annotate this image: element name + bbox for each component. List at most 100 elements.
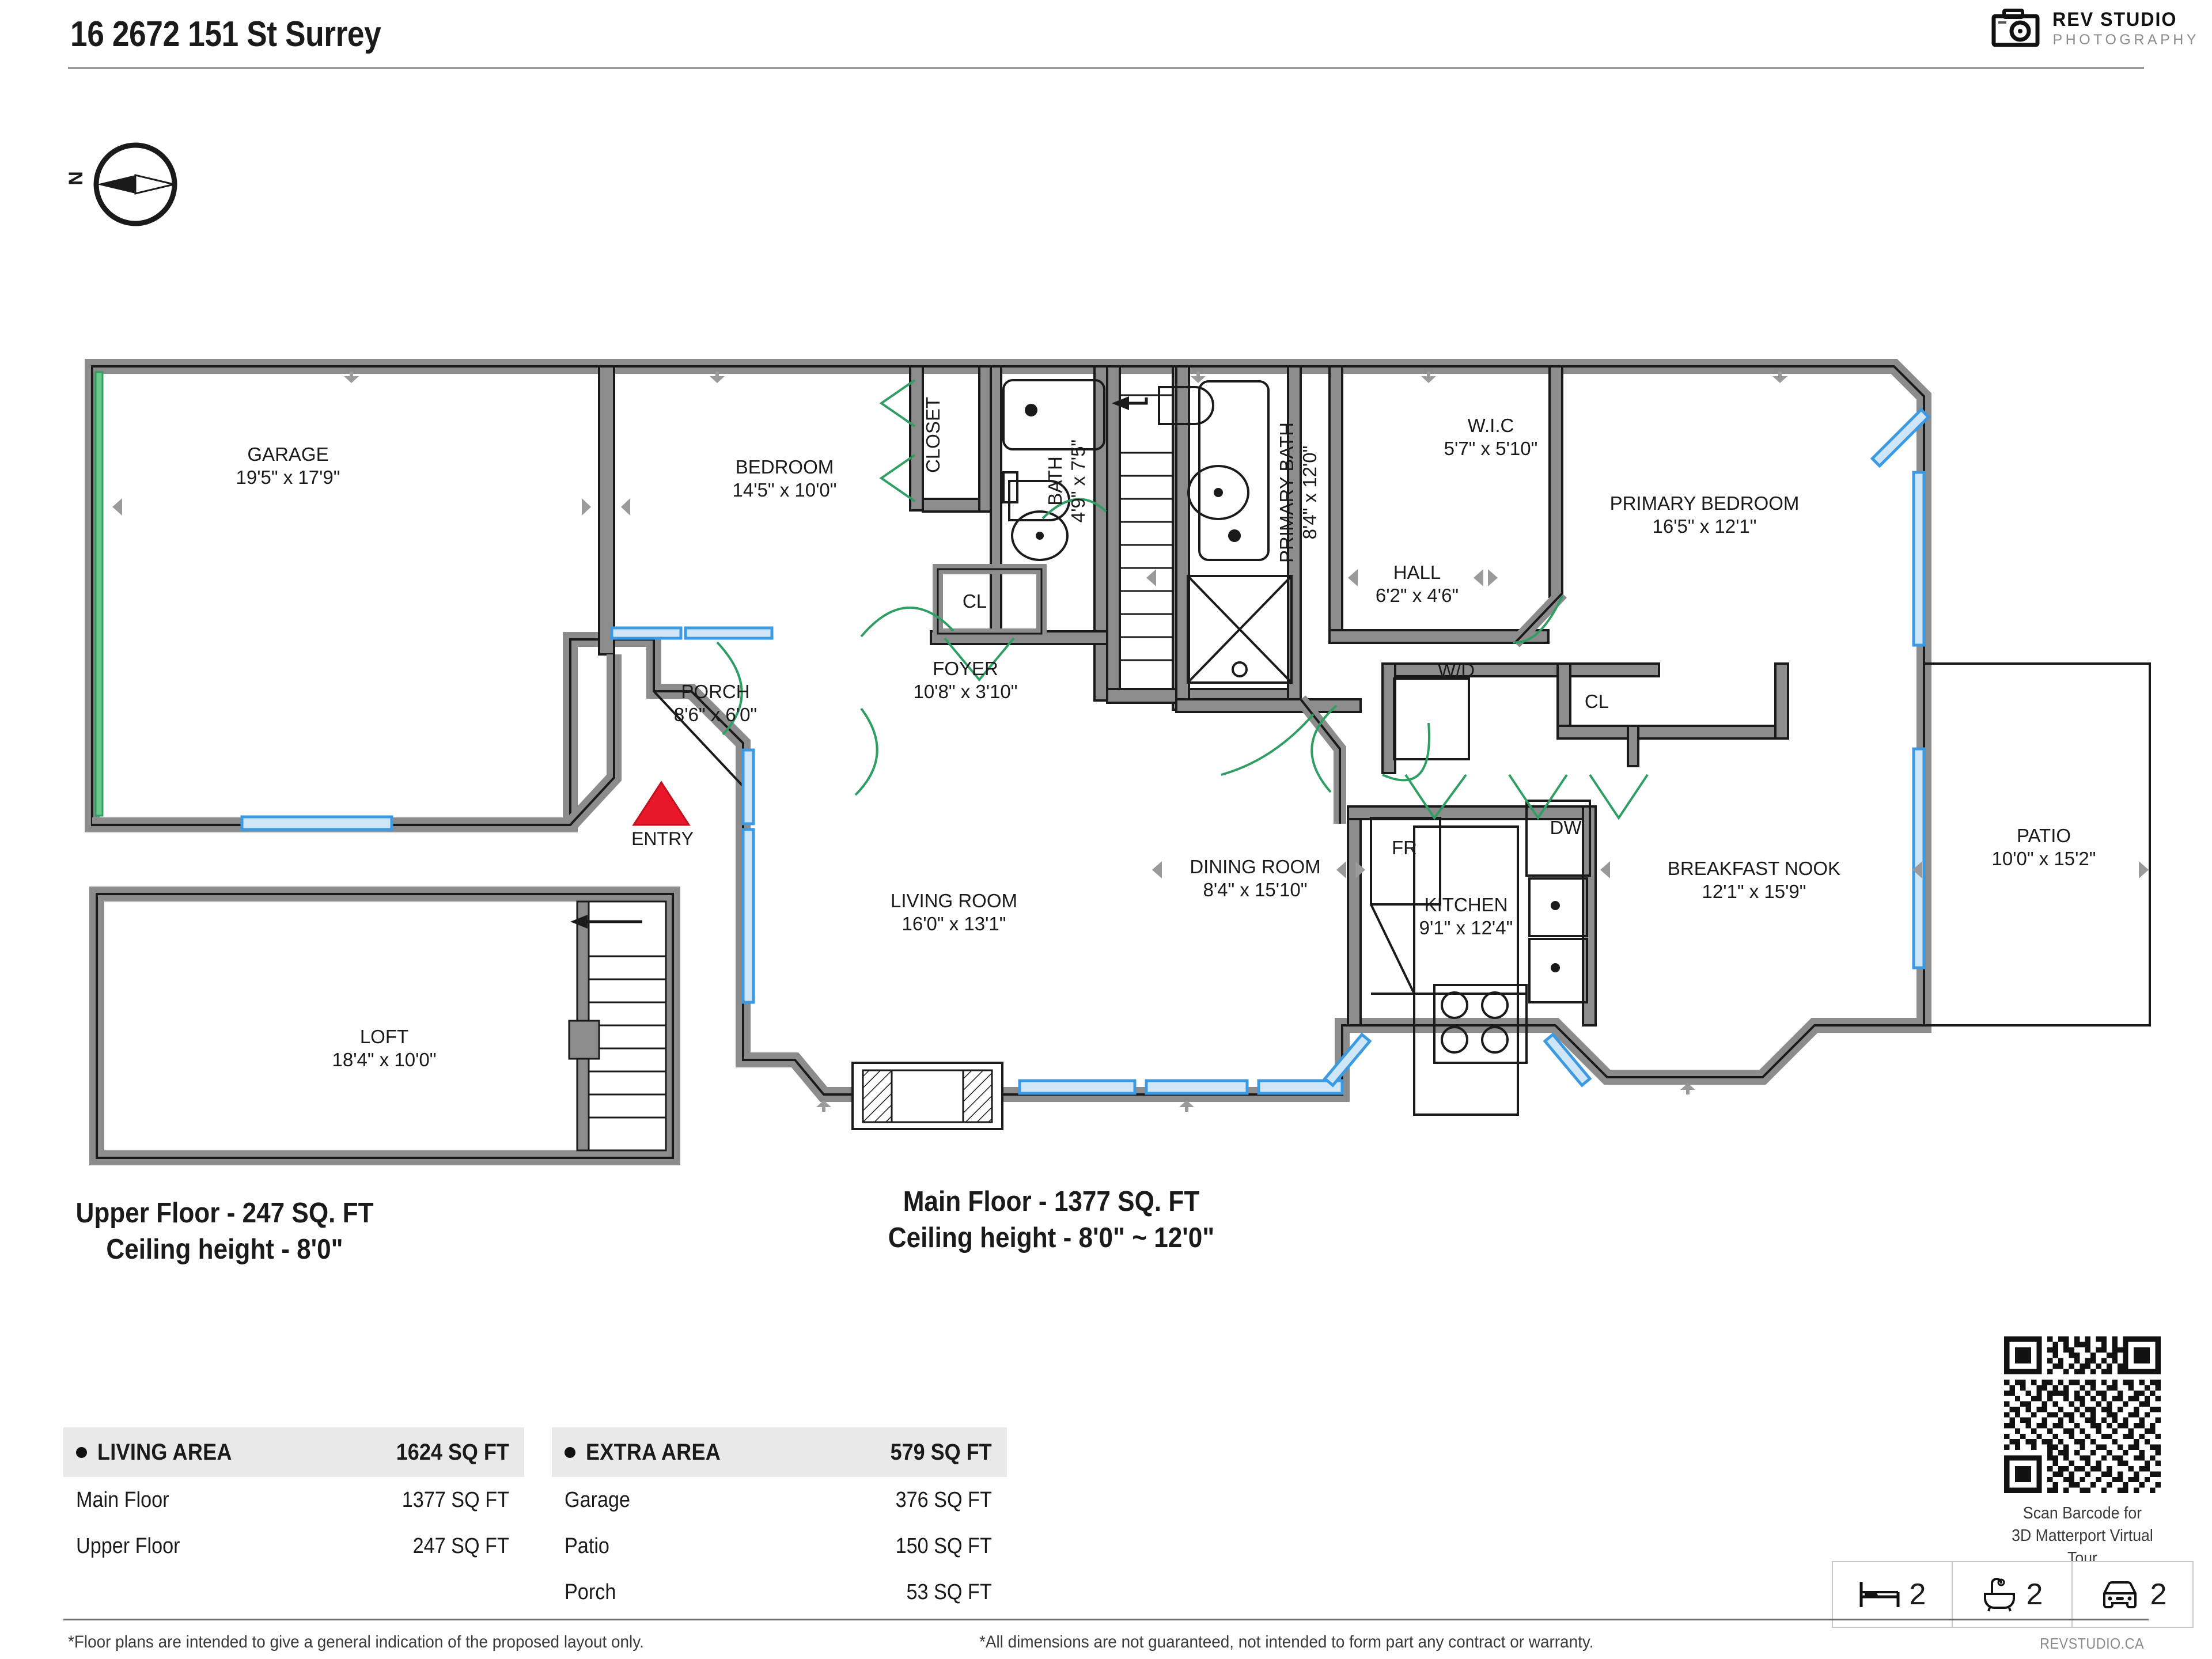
table-row: Porch 53 SQ FT: [552, 1569, 1007, 1615]
brand-name: REV STUDIO: [2052, 8, 2177, 31]
car-icon: [2103, 1581, 2137, 1608]
page-title: 16 2672 151 St Surrey: [70, 14, 381, 54]
main-floor-area-text: Main Floor - 1377 SQ. FT: [903, 1186, 1200, 1217]
table-row: Patio 150 SQ FT: [552, 1523, 1007, 1569]
row-value: 150 SQ FT: [895, 1533, 992, 1558]
room-name: BEDROOM: [736, 456, 834, 478]
room-dimensions: 12'1" x 15'9": [1702, 881, 1806, 902]
room-dimensions: 6'2" x 4'6": [1376, 585, 1459, 606]
row-label: Upper Floor: [76, 1533, 180, 1558]
room-name: LIVING ROOM: [891, 890, 1017, 911]
room-dimensions: 10'8" x 3'10": [914, 681, 1018, 702]
living-area-heading: LIVING AREA: [97, 1439, 232, 1465]
stat-bedrooms: 2: [1833, 1562, 1953, 1627]
upper-floor-ceiling-text: Ceiling height - 8'0": [106, 1233, 343, 1265]
room-dimensions: 8'4" x 15'10": [1203, 879, 1308, 900]
room-name: FR: [1392, 837, 1417, 858]
page-header: 16 2672 151 St Surrey REV STUDIO PHOTOGR…: [0, 0, 2212, 75]
row-label: Porch: [565, 1580, 616, 1604]
room-name: PORCH: [681, 681, 749, 702]
table-row: Main Floor 1377 SQ FT: [63, 1477, 524, 1523]
room-label: CLOSET: [922, 397, 944, 473]
room-name: HALL: [1393, 562, 1441, 583]
room-name: DINING ROOM: [1190, 856, 1320, 877]
room-name: LOFT: [360, 1026, 408, 1047]
bathtub-icon: [1983, 1578, 2015, 1612]
room-dimensions: 8'6" x 6'0": [674, 704, 757, 725]
qr-code-icon[interactable]: [2002, 1336, 2162, 1493]
extra-area-heading: EXTRA AREA: [586, 1439, 721, 1465]
bathroom-count: 2: [2026, 1578, 2043, 1611]
room-label: CL: [1585, 691, 1609, 712]
room-name: KITCHEN: [1425, 894, 1508, 915]
room-dimensions: 9'1" x 12'4": [1419, 917, 1513, 938]
room-name: BREAKFAST NOOK: [1668, 858, 1840, 879]
qr-caption: Scan Barcode for 3D Matterport Virtual T…: [1998, 1502, 2167, 1570]
room-dimensions: 16'0" x 13'1": [902, 913, 1006, 934]
room-dimensions: 16'5" x 12'1": [1653, 516, 1757, 537]
footer-website: REVSTUDIO.CA: [2040, 1635, 2144, 1652]
room-dimensions: 5'7" x 5'10": [1444, 438, 1538, 459]
stat-bathrooms: 2: [1953, 1562, 2073, 1627]
table-row: Upper Floor 247 SQ FT: [63, 1523, 524, 1569]
room-name: CLOSET: [922, 397, 944, 473]
parking-count: 2: [2150, 1578, 2167, 1611]
upper-floor-caption: Upper Floor - 247 SQ. FT Ceiling height …: [38, 1195, 411, 1267]
living-area-table: LIVING AREA 1624 SQ FT Main Floor 1377 S…: [63, 1427, 524, 1569]
main-floor-caption: Main Floor - 1377 SQ. FT Ceiling height …: [805, 1184, 1298, 1256]
extra-area-total: 579 SQ FT: [890, 1439, 992, 1465]
bullet-icon: [76, 1446, 87, 1458]
room-dimensions: 10'0" x 15'2": [1992, 848, 2096, 869]
property-stats-bar: 2 2 2: [1832, 1561, 2194, 1628]
extra-area-table: EXTRA AREA 579 SQ FT Garage 376 SQ FT Pa…: [552, 1427, 1007, 1615]
bullet-icon: [565, 1446, 575, 1458]
table-row: Garage 376 SQ FT: [552, 1477, 1007, 1523]
room-label: W/D: [1438, 660, 1475, 681]
room-dimensions: 4'9" x 7'5": [1067, 440, 1089, 522]
room-name: FOYER: [933, 658, 998, 679]
room-name: PRIMARY BATH: [1276, 422, 1297, 563]
bed-icon: [1859, 1582, 1900, 1607]
room-label: DW: [1550, 817, 1582, 838]
room-name: W.I.C: [1468, 415, 1514, 436]
qr-block: Scan Barcode for 3D Matterport Virtual T…: [1990, 1336, 2175, 1570]
room-label: W.I.C5'7" x 5'10": [1444, 415, 1538, 459]
room-dimensions: 14'5" x 10'0": [733, 479, 837, 501]
upper-floor-walls: [89, 887, 680, 1165]
room-name: CL: [963, 590, 987, 612]
room-name: CL: [1585, 691, 1609, 712]
room-name: DW: [1550, 817, 1582, 838]
plumbing-fixtures: [1002, 379, 1293, 684]
row-value: 247 SQ FT: [412, 1533, 509, 1558]
row-label: Garage: [565, 1487, 631, 1512]
room-name: PATIO: [2017, 825, 2071, 846]
entry-marker: [632, 781, 691, 826]
living-area-header: LIVING AREA 1624 SQ FT: [63, 1427, 524, 1477]
room-name: GARAGE: [247, 444, 328, 465]
room-name: PRIMARY BEDROOM: [1610, 493, 1800, 514]
bedroom-count: 2: [1909, 1578, 1926, 1611]
door-swings: [716, 379, 1649, 820]
room-name: BATH: [1044, 456, 1066, 506]
camera-icon: [1991, 9, 2040, 47]
footnote-right: *All dimensions are not guaranteed, not …: [979, 1633, 1594, 1652]
entry-label: ENTRY: [631, 828, 694, 849]
room-label: FR: [1392, 837, 1417, 858]
room-dimensions: 8'4" x 12'0": [1299, 446, 1320, 540]
header-divider: [68, 67, 2144, 69]
room-name: W/D: [1438, 660, 1475, 681]
room-label: CL: [963, 590, 987, 612]
